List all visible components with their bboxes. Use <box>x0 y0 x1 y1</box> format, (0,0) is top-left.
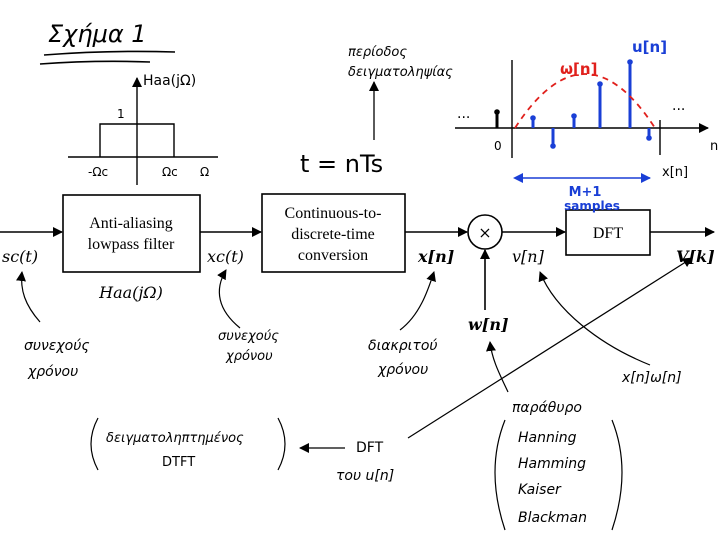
window-envelope-curve <box>514 73 656 129</box>
signal-wn: w[n] <box>468 315 509 334</box>
sampling-note-1: περίοδος <box>348 45 407 60</box>
antialias-line1: Anti-aliasing <box>89 215 173 232</box>
window-plot-stem-dot <box>530 115 536 121</box>
antialias-transfer: Haa(jΩ) <box>98 283 163 302</box>
ctod-line2: discrete-time <box>291 226 375 243</box>
annot-dft-2: του u[n] <box>336 468 394 484</box>
window-plot-n-label: n <box>710 139 718 154</box>
window-plot-signal-label: u[n] <box>632 38 667 56</box>
annot-product: x[n]ω[n] <box>621 370 682 386</box>
windows-right-paren <box>611 419 623 531</box>
window-plot-window-label: ω[n] <box>560 60 597 78</box>
dft-block <box>565 209 651 256</box>
signal-xc: xc(t) <box>207 247 244 266</box>
ctod-line1: Continuous-to- <box>285 205 382 222</box>
window-type-3: Kaiser <box>518 482 562 498</box>
window-plot-stem-dot <box>571 113 577 119</box>
annot-xc-2: χρόνου <box>225 349 273 364</box>
ctod-block <box>261 193 406 273</box>
filter-sketch-neg-omega: -Ωc <box>88 165 108 179</box>
annot-arrow-vn <box>538 271 651 366</box>
dtft-left-paren <box>90 417 99 471</box>
window-plot-dots-left: ··· <box>457 110 470 126</box>
window-plot-stem-dot <box>550 143 556 149</box>
signal-sc: sc(t) <box>2 247 38 266</box>
window-type-1: Hanning <box>518 430 577 446</box>
sampling-relation: t = nTs <box>300 150 383 178</box>
window-plot-stem-dot <box>646 135 652 141</box>
window-plot-zero: 0 <box>494 139 502 153</box>
window-plot-stems <box>494 59 656 149</box>
annot-dft-1: DFT <box>356 440 384 456</box>
annot-arrow-sc <box>16 271 41 323</box>
filter-sketch-omega: Ω <box>200 165 209 179</box>
window-type-4: Blackman <box>518 510 587 526</box>
filter-sketch-label: Haa(jΩ) <box>143 73 196 89</box>
window-plot-stem-dot <box>627 59 633 65</box>
annot-xn-2: χρόνου <box>377 362 428 378</box>
signal-Vk: V[k] <box>676 247 715 266</box>
annot-dtft-2: DTFT <box>162 455 195 470</box>
window-plot-x-label: x[n] <box>662 165 688 180</box>
filter-sketch-one: 1 <box>117 107 125 121</box>
signal-vn: v[n] <box>512 247 545 266</box>
annot-xn-1: διακριτού <box>368 338 438 354</box>
antialias-line2: lowpass filter <box>88 236 175 253</box>
windows-left-paren <box>494 419 506 531</box>
sampling-note-2: δειγματοληψίας <box>348 65 453 80</box>
filter-sketch-pos-omega: Ωc <box>162 165 178 179</box>
annot-windows-title: παράθυρο <box>512 400 582 416</box>
annot-dtft-1: δειγματοληπτημένος <box>106 431 244 446</box>
annot-sc-1: συνεχούς <box>24 338 90 354</box>
annot-xc-1: συνεχούς <box>218 329 279 344</box>
figure-title: Σχήμα 1 <box>48 20 147 48</box>
annot-arrow-wn <box>486 341 509 393</box>
antialias-filter-block <box>62 194 201 273</box>
window-plot-stem-dot <box>597 81 603 87</box>
samples-count: M+1 <box>569 185 602 200</box>
ctod-line3: conversion <box>298 247 368 264</box>
dtft-right-paren <box>277 417 286 471</box>
annot-arrow-dft <box>407 257 693 439</box>
title-underline <box>43 50 176 56</box>
title-underline-2 <box>39 60 151 65</box>
window-plot-stem-dot <box>494 109 500 115</box>
filter-sketch-rect <box>99 123 175 157</box>
annot-sc-2: χρόνου <box>27 364 78 380</box>
multiplier-symbol: × <box>478 223 491 242</box>
samples-word: samples <box>564 199 620 213</box>
window-type-2: Hamming <box>518 456 586 472</box>
annot-arrow-xn <box>399 271 436 331</box>
signal-xn: x[n] <box>417 247 454 266</box>
window-plot-dots-right: ··· <box>672 102 685 118</box>
annot-arrow-xc <box>217 269 241 329</box>
dft-label: DFT <box>593 225 623 242</box>
